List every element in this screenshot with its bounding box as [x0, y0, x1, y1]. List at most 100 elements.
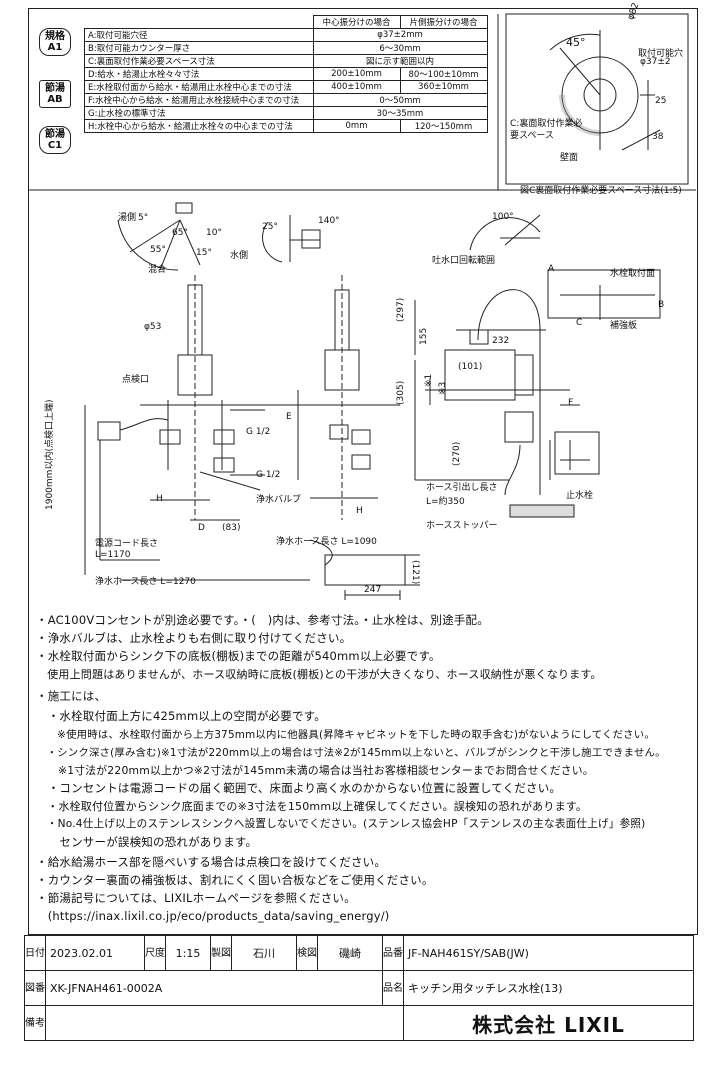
label-g12-top: G 1/2 — [246, 427, 271, 437]
label-dim155: 155 — [419, 327, 429, 345]
label-angle-15: 15° — [196, 248, 212, 258]
note-line: ※使用時は、水栓取付面から上方375mm以内に他器具(昇降キャビネットを下した時… — [36, 729, 655, 741]
model-value: JF-NAH461SY/SAB(JW) — [403, 935, 694, 971]
note-line: ・施工には、 — [36, 689, 107, 703]
label-hose-pull-len: L=約350 — [426, 497, 465, 507]
note-line: ・AC100Vコンセントが別途必要です。・( )内は、参考寸法。・止水栓は、別途… — [36, 613, 489, 627]
detail-wall-label: 壁面 — [560, 153, 579, 163]
product-name-label: 品名 — [382, 970, 404, 1006]
checked-label: 検図 — [296, 935, 318, 971]
table-row: C:裏面取付作業必要スペース寸法図に示す範囲以内 — [84, 54, 488, 68]
label-konsui: 混合 — [148, 265, 167, 275]
label-dia53: φ53 — [144, 322, 162, 332]
note-line: (https://inax.lixil.co.jp/eco/products_d… — [36, 909, 390, 923]
scale-label: 尺度 — [144, 935, 166, 971]
remarks-label: 備考 — [24, 1005, 46, 1041]
date-value: 2023.02.01 — [45, 935, 145, 971]
note-line: ・節湯記号については、LIXILホームページを参照ください。 — [36, 891, 356, 905]
note-line: ※1寸法が220mm以上かつ※2寸法が145mm未満の場合は当社お客様相談センタ… — [36, 764, 594, 777]
label-dim305: (305) — [396, 380, 406, 405]
title-block-row-1: 日付 2023.02.01 尺度 1:15 製図 石川 検図 磯崎 品番 JF-… — [24, 935, 694, 971]
label-mizu: 水側 — [230, 251, 249, 261]
label-dim101: (101) — [458, 362, 483, 372]
label-c: C — [576, 318, 583, 328]
title-block-row-2: 図番 XK-JFNAH461-0002A 品名 キッチン用タッチレス水栓(13) — [24, 970, 694, 1006]
label-dim297: (297) — [396, 297, 406, 322]
remarks-value — [45, 1005, 404, 1041]
label-dim247: 247 — [364, 585, 382, 595]
note-line: センサーが誤検知の恐れがあります。 — [36, 835, 258, 849]
label-tenkenkou: 点検口 — [122, 375, 150, 385]
label-hose-stopper: ホースストッパー — [426, 521, 498, 531]
drawn-label: 製図 — [210, 935, 232, 971]
label-angle-25: 25° — [262, 222, 278, 232]
label-e: E — [286, 412, 292, 422]
label-hakusui: 吐水口回転範囲 — [432, 256, 496, 266]
label-dim270: (270) — [452, 441, 462, 466]
label-suisen-toritsuke: 水栓取付面 — [610, 269, 656, 279]
label-dim121: (121) — [410, 560, 420, 585]
label-b: B — [658, 300, 665, 310]
company-logo: 株式会社 LIXIL — [472, 1012, 625, 1037]
label-hose-pull: ホース引出し長さ — [426, 483, 498, 493]
date-label: 日付 — [24, 935, 46, 971]
scale-value: 1:15 — [165, 935, 211, 971]
note-line: 使用上問題はありませんが、ホース収納時に底板(棚板)との干渉が大きくなり、ホース… — [36, 668, 602, 681]
detail-dim-38: 38 — [652, 132, 664, 142]
drawing-no-value: XK-JFNAH461-0002A — [45, 970, 383, 1006]
label-d: D — [198, 523, 205, 533]
label-jousui-hose: 浄水ホース長さ L=1270 — [95, 577, 196, 587]
label-jousui-hose2: 浄水ホース長さ L=1090 — [276, 537, 377, 547]
label-angle-5: 5° — [138, 213, 149, 223]
label-angle-65: 65° — [172, 228, 188, 238]
note-line: ・カウンター裏面の補強板は、割れにくく固い合板などをご使用ください。 — [36, 873, 434, 887]
note-line: ・No.4仕上げ以上のステンレスシンクへ設置しないでください。(ステンレス協会H… — [36, 818, 646, 830]
label-hokyouban: 補強板 — [610, 321, 638, 331]
detail-caption: 図C裏面取付作業必要スペース寸法(1:5) — [520, 186, 682, 196]
label-x3: ※3 — [438, 381, 448, 395]
label-g12-bottom: G 1/2 — [256, 470, 281, 480]
detail-box — [505, 13, 689, 185]
note-line: ・浄水バルブは、止水栓よりも右側に取り付けてください。 — [36, 631, 352, 645]
note-line: ・シンク深さ(厚み含む)※1寸法が220mm以上の場合は寸法※2が145mm以上… — [36, 747, 666, 759]
label-shisuisen: 止水栓 — [566, 491, 594, 501]
label-angle-140: 140° — [318, 216, 340, 226]
label-angle-55: 55° — [150, 245, 166, 255]
note-line: ・水栓取付面上方に425mm以上の空間が必要です。 — [36, 709, 326, 723]
label-angle-10: 10° — [206, 228, 222, 238]
label-d83: (83) — [222, 523, 241, 533]
note-line: ・給水給湯ホース部を隠ぺいする場合は点検口を設けてください。 — [36, 855, 387, 869]
label-jousui-valve: 浄水バルブ — [256, 495, 302, 505]
company-cell: 株式会社 LIXIL — [403, 1005, 694, 1041]
drawing-no-label: 図番 — [24, 970, 46, 1006]
drawing-border — [28, 8, 698, 935]
checked-value: 磯崎 — [317, 935, 383, 971]
detail-hole-dia: φ37±2 — [640, 57, 671, 67]
drawn-value: 石川 — [231, 935, 297, 971]
label-power-len: L=1170 — [95, 550, 131, 560]
detail-work-space-label: C:裏面取付作業必要スペース — [510, 119, 583, 141]
detail-hole-label: 取付可能穴 — [638, 49, 684, 59]
label-kyuyu: 湯側 — [118, 213, 137, 223]
model-label: 品番 — [382, 935, 404, 971]
note-line: ・水栓取付位置からシンク底面までの※3寸法を150mm以上確保してください。誤検… — [36, 800, 588, 813]
label-f: F — [568, 398, 574, 408]
title-block-row-3: 備考 株式会社 LIXIL — [24, 1005, 694, 1041]
product-name-value: キッチン用タッチレス水栓(13) — [403, 970, 694, 1006]
label-dim232: 232 — [492, 336, 510, 346]
label-a: A — [548, 264, 555, 274]
title-block: 日付 2023.02.01 尺度 1:15 製図 石川 検図 磯崎 品番 JF-… — [24, 935, 694, 1041]
label-h1: H — [156, 494, 163, 504]
label-x1: ※1 — [424, 373, 434, 387]
label-vertical: 1900mm以内(点検口上端) — [45, 399, 55, 510]
note-line: ・コンセントは電源コードの届く範囲で、床面より高く水のかからない位置に設置してく… — [36, 781, 562, 795]
